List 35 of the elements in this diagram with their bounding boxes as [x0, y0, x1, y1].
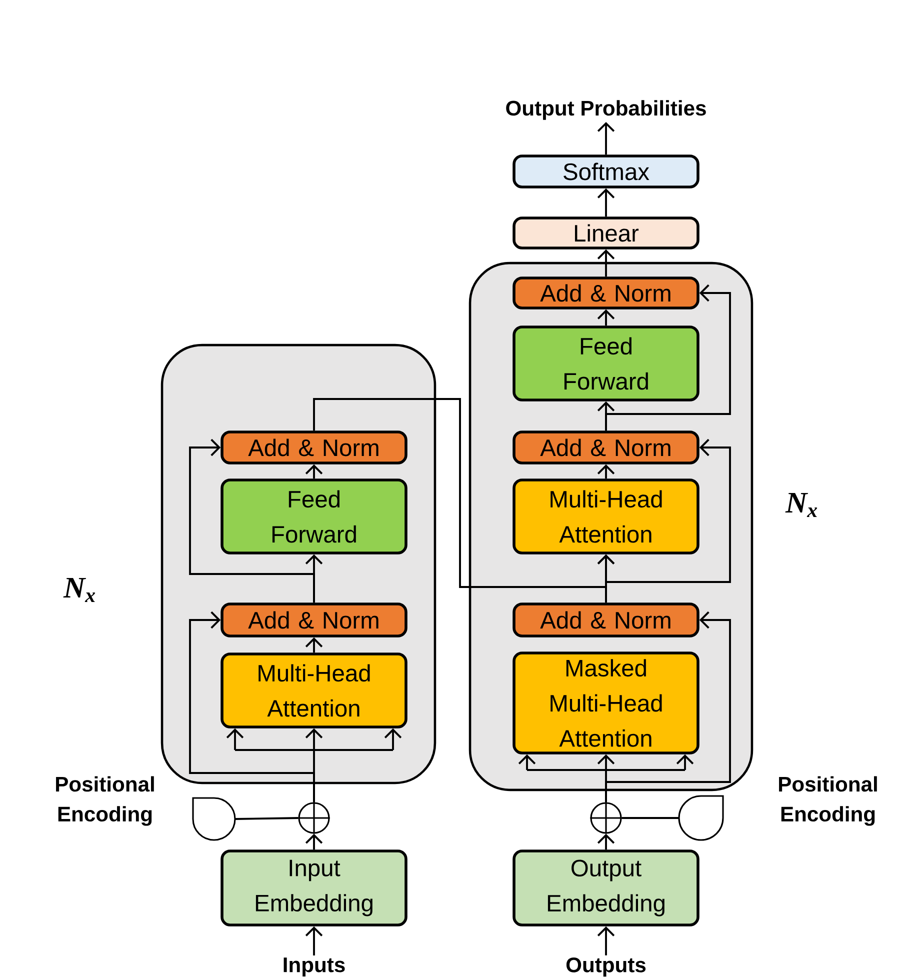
arrow — [189, 438, 315, 603]
summation-circle — [297, 801, 331, 835]
process-box: Softmax — [512, 154, 700, 188]
arrow — [597, 926, 615, 956]
arrow — [597, 188, 615, 217]
io-label: Output Probabilities — [506, 100, 706, 120]
process-box: Add & Norm — [512, 276, 700, 310]
arrow — [305, 926, 323, 956]
io-label: Inputs — [284, 958, 345, 976]
io-label: Outputs — [566, 957, 646, 977]
connector-line — [622, 817, 679, 819]
arrow — [605, 438, 731, 603]
process-box: Multi-Head Attention — [220, 652, 408, 728]
caption-label: Positional Encoding — [779, 776, 877, 826]
repeat-label: N$_{x}$ — [63, 578, 96, 602]
process-box: Input Embedding — [220, 850, 408, 926]
process-box: Add & Norm — [512, 602, 700, 638]
process-box: Linear — [512, 216, 700, 250]
process-box: Add & Norm — [512, 430, 700, 464]
process-box: Feed Forward — [512, 326, 700, 402]
summation-circle — [589, 801, 623, 835]
process-box: Masked Multi-Head Attention — [512, 652, 700, 754]
arrow — [189, 611, 315, 802]
process-box: Add & Norm — [220, 602, 408, 638]
arrow — [605, 284, 731, 431]
process-box: Multi-Head Attention — [512, 478, 700, 554]
connector-line — [235, 817, 298, 820]
caption-label: Positional Encoding — [56, 776, 154, 826]
process-box: Add & Norm — [220, 430, 408, 464]
arrow — [597, 249, 615, 277]
repeat-label: N$_{x}$ — [785, 492, 818, 518]
process-box: Output Embedding — [512, 850, 700, 926]
arrow — [605, 611, 731, 802]
arrow — [597, 122, 615, 155]
process-box: Feed Forward — [220, 478, 408, 554]
